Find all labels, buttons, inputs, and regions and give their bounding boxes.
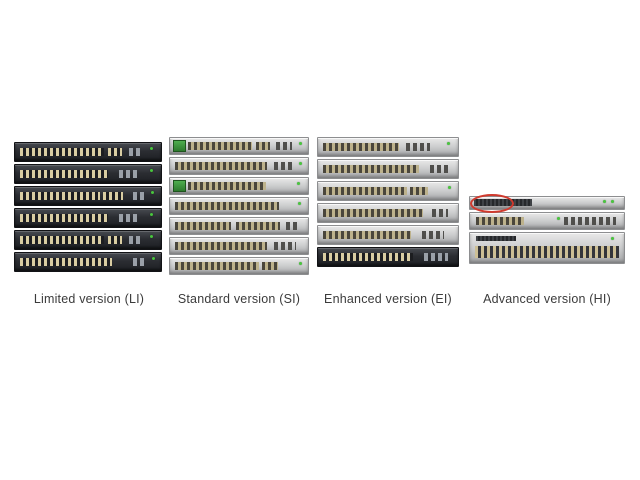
status-led [299, 162, 302, 165]
port-row [323, 143, 399, 151]
status-led [603, 200, 606, 203]
port-row [410, 187, 428, 195]
port-row [476, 217, 524, 225]
uplink-ports [119, 170, 137, 178]
status-led [298, 202, 301, 205]
switch-unit [169, 237, 309, 255]
caption-limited-version: Limited version (LI) [33, 292, 145, 306]
uplink-ports [276, 142, 292, 150]
uplink-ports [432, 209, 448, 217]
port-row [256, 142, 270, 150]
uplink-ports [129, 148, 143, 156]
port-row [475, 246, 619, 258]
port-row [20, 214, 108, 222]
caption-advanced-version: Advanced version (HI) [483, 292, 611, 306]
switch-unit [169, 217, 309, 235]
switch-stack-hi [469, 194, 625, 266]
port-row [236, 222, 280, 230]
uplink-ports [406, 143, 430, 151]
uplink-ports [422, 231, 444, 239]
switch-unit [469, 212, 625, 230]
switch-unit [317, 203, 459, 223]
switch-stack-li [14, 142, 162, 274]
status-led [557, 217, 560, 220]
green-module [173, 140, 186, 152]
switch-unit [317, 247, 459, 267]
status-led [150, 147, 153, 150]
uplink-ports [424, 253, 448, 261]
port-row [108, 236, 122, 244]
switch-unit [317, 225, 459, 245]
status-led [152, 257, 155, 260]
switch-unit [317, 181, 459, 201]
status-led [151, 191, 154, 194]
switch-stack-ei [317, 137, 459, 269]
port-row [20, 258, 112, 266]
switch-unit [169, 177, 309, 195]
switch-unit [14, 142, 162, 162]
status-led [297, 182, 300, 185]
green-module [173, 180, 186, 192]
uplink-ports [133, 192, 145, 200]
uplink-ports [286, 222, 300, 230]
uplink-ports [129, 236, 143, 244]
caption-enhanced-version: Enhanced version (EI) [324, 292, 452, 306]
status-led [150, 235, 153, 238]
status-led [611, 237, 614, 240]
port-row [323, 187, 407, 195]
status-led [150, 213, 153, 216]
switch-unit [14, 164, 162, 184]
switch-unit [317, 137, 459, 157]
uplink-ports [274, 162, 294, 170]
port-row [175, 202, 279, 210]
port-row [103, 192, 123, 200]
fan-vent [476, 236, 516, 241]
switch-unit [14, 186, 162, 206]
status-led [299, 142, 302, 145]
port-row [188, 142, 252, 150]
port-row [20, 236, 104, 244]
sfp-port-row [564, 217, 616, 225]
status-led [299, 262, 302, 265]
uplink-ports [430, 165, 448, 173]
port-row [323, 165, 419, 173]
status-led [448, 186, 451, 189]
switch-unit [169, 197, 309, 215]
uplink-ports [133, 258, 147, 266]
port-row [175, 262, 259, 270]
port-row [323, 209, 423, 217]
port-row [262, 262, 278, 270]
uplink-ports [119, 214, 137, 222]
switch-unit [469, 194, 625, 213]
port-row [175, 242, 267, 250]
uplink-ports [274, 242, 296, 250]
switch-unit [169, 257, 309, 275]
port-row [20, 170, 108, 178]
red-highlight-annotation [470, 194, 514, 213]
status-led [447, 142, 450, 145]
caption-standard-version: Standard version (SI) [177, 292, 301, 306]
port-row [323, 231, 411, 239]
port-row [175, 222, 231, 230]
switch-unit [14, 230, 162, 250]
switch-unit [469, 232, 625, 264]
status-led [611, 200, 614, 203]
port-row [188, 182, 266, 190]
port-row [108, 148, 122, 156]
switch-stack-si [169, 137, 309, 277]
switch-unit [169, 157, 309, 175]
port-row [20, 148, 104, 156]
switch-unit [169, 137, 309, 155]
port-row [323, 253, 413, 261]
port-row [175, 162, 267, 170]
port-row [20, 192, 100, 200]
switch-unit [14, 252, 162, 272]
switch-unit [317, 159, 459, 179]
status-led [150, 169, 153, 172]
switch-unit [14, 208, 162, 228]
